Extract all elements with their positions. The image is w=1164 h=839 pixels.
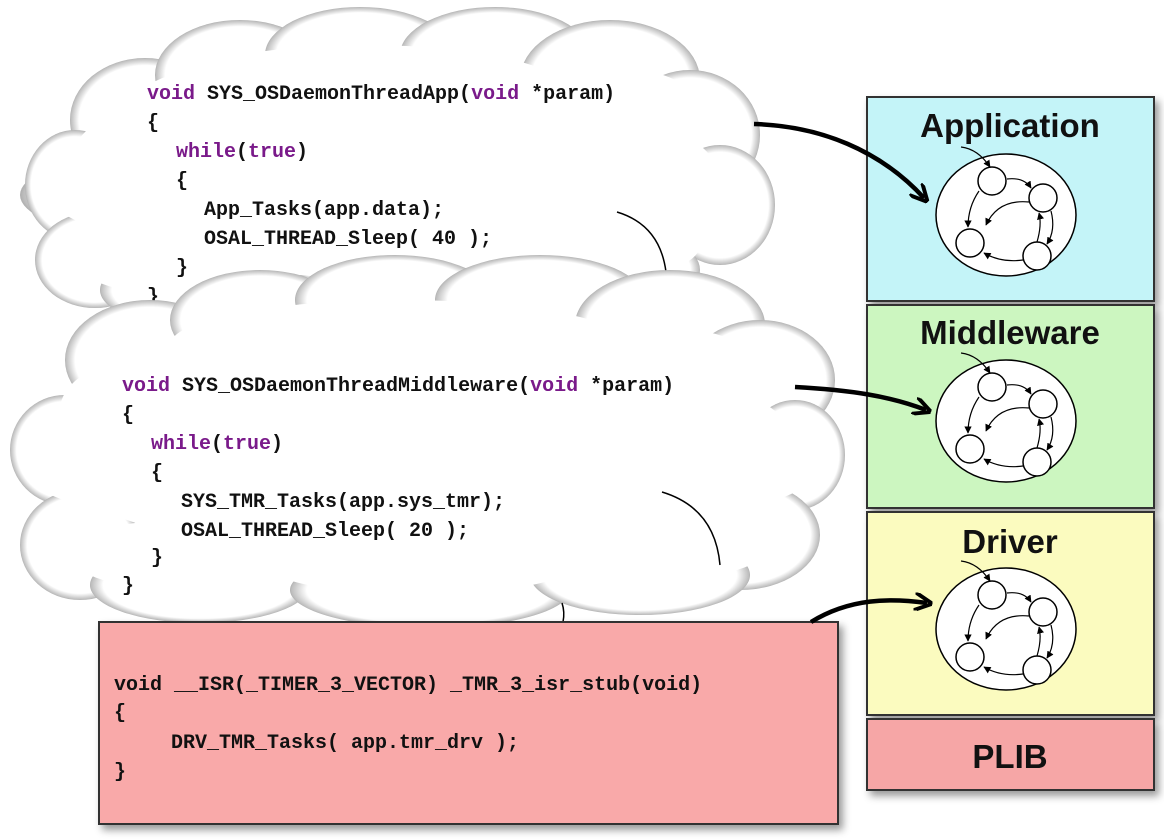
state-machine-icon-application bbox=[935, 146, 1077, 277]
application-title: Application bbox=[920, 107, 1100, 144]
arrow-app-to-application bbox=[753, 121, 924, 198]
code-line: } bbox=[176, 257, 188, 280]
code-app-thread: void SYS_OSDaemonThreadApp(void *param) … bbox=[147, 83, 615, 309]
code-line: DRV_TMR_Tasks( app.tmr_drv ); bbox=[171, 732, 519, 755]
code-middleware-thread: void SYS_OSDaemonThreadMiddleware(void *… bbox=[122, 375, 674, 598]
state-machine-icon-middleware bbox=[935, 352, 1077, 483]
code-line: { bbox=[147, 112, 159, 135]
plib-title: PLIB bbox=[972, 738, 1047, 775]
layer-plib: PLIB bbox=[866, 718, 1155, 791]
isr-box: void __ISR(_TIMER_3_VECTOR) _TMR_3_isr_s… bbox=[98, 621, 839, 825]
state-machine-icon-driver bbox=[935, 560, 1077, 691]
code-line: void SYS_OSDaemonThreadMiddleware(void *… bbox=[122, 375, 674, 398]
code-line: while(true) bbox=[151, 433, 283, 456]
arrow-isr-to-driver bbox=[809, 600, 927, 624]
code-line: void SYS_OSDaemonThreadApp(void *param) bbox=[147, 83, 615, 106]
arrow-middleware-to-middleware-layer bbox=[794, 384, 926, 410]
code-line: } bbox=[114, 761, 126, 784]
code-line: { bbox=[176, 170, 188, 193]
code-line: void __ISR(_TIMER_3_VECTOR) _TMR_3_isr_s… bbox=[114, 674, 702, 697]
code-line: App_Tasks(app.data); bbox=[204, 199, 444, 222]
code-line: } bbox=[151, 547, 163, 570]
code-line: while(true) bbox=[176, 141, 308, 164]
driver-title: Driver bbox=[962, 523, 1058, 560]
code-line: OSAL_THREAD_Sleep( 40 ); bbox=[204, 228, 492, 251]
cloud-middleware-thread bbox=[10, 255, 845, 628]
code-line: SYS_TMR_Tasks(app.sys_tmr); bbox=[181, 491, 505, 514]
code-line: OSAL_THREAD_Sleep( 20 ); bbox=[181, 520, 469, 543]
code-line: { bbox=[114, 702, 126, 725]
cloud-app-thread bbox=[20, 7, 775, 328]
code-line: { bbox=[151, 462, 163, 485]
middleware-title: Middleware bbox=[920, 314, 1100, 351]
code-line: { bbox=[122, 404, 134, 427]
code-line: } bbox=[122, 575, 134, 598]
